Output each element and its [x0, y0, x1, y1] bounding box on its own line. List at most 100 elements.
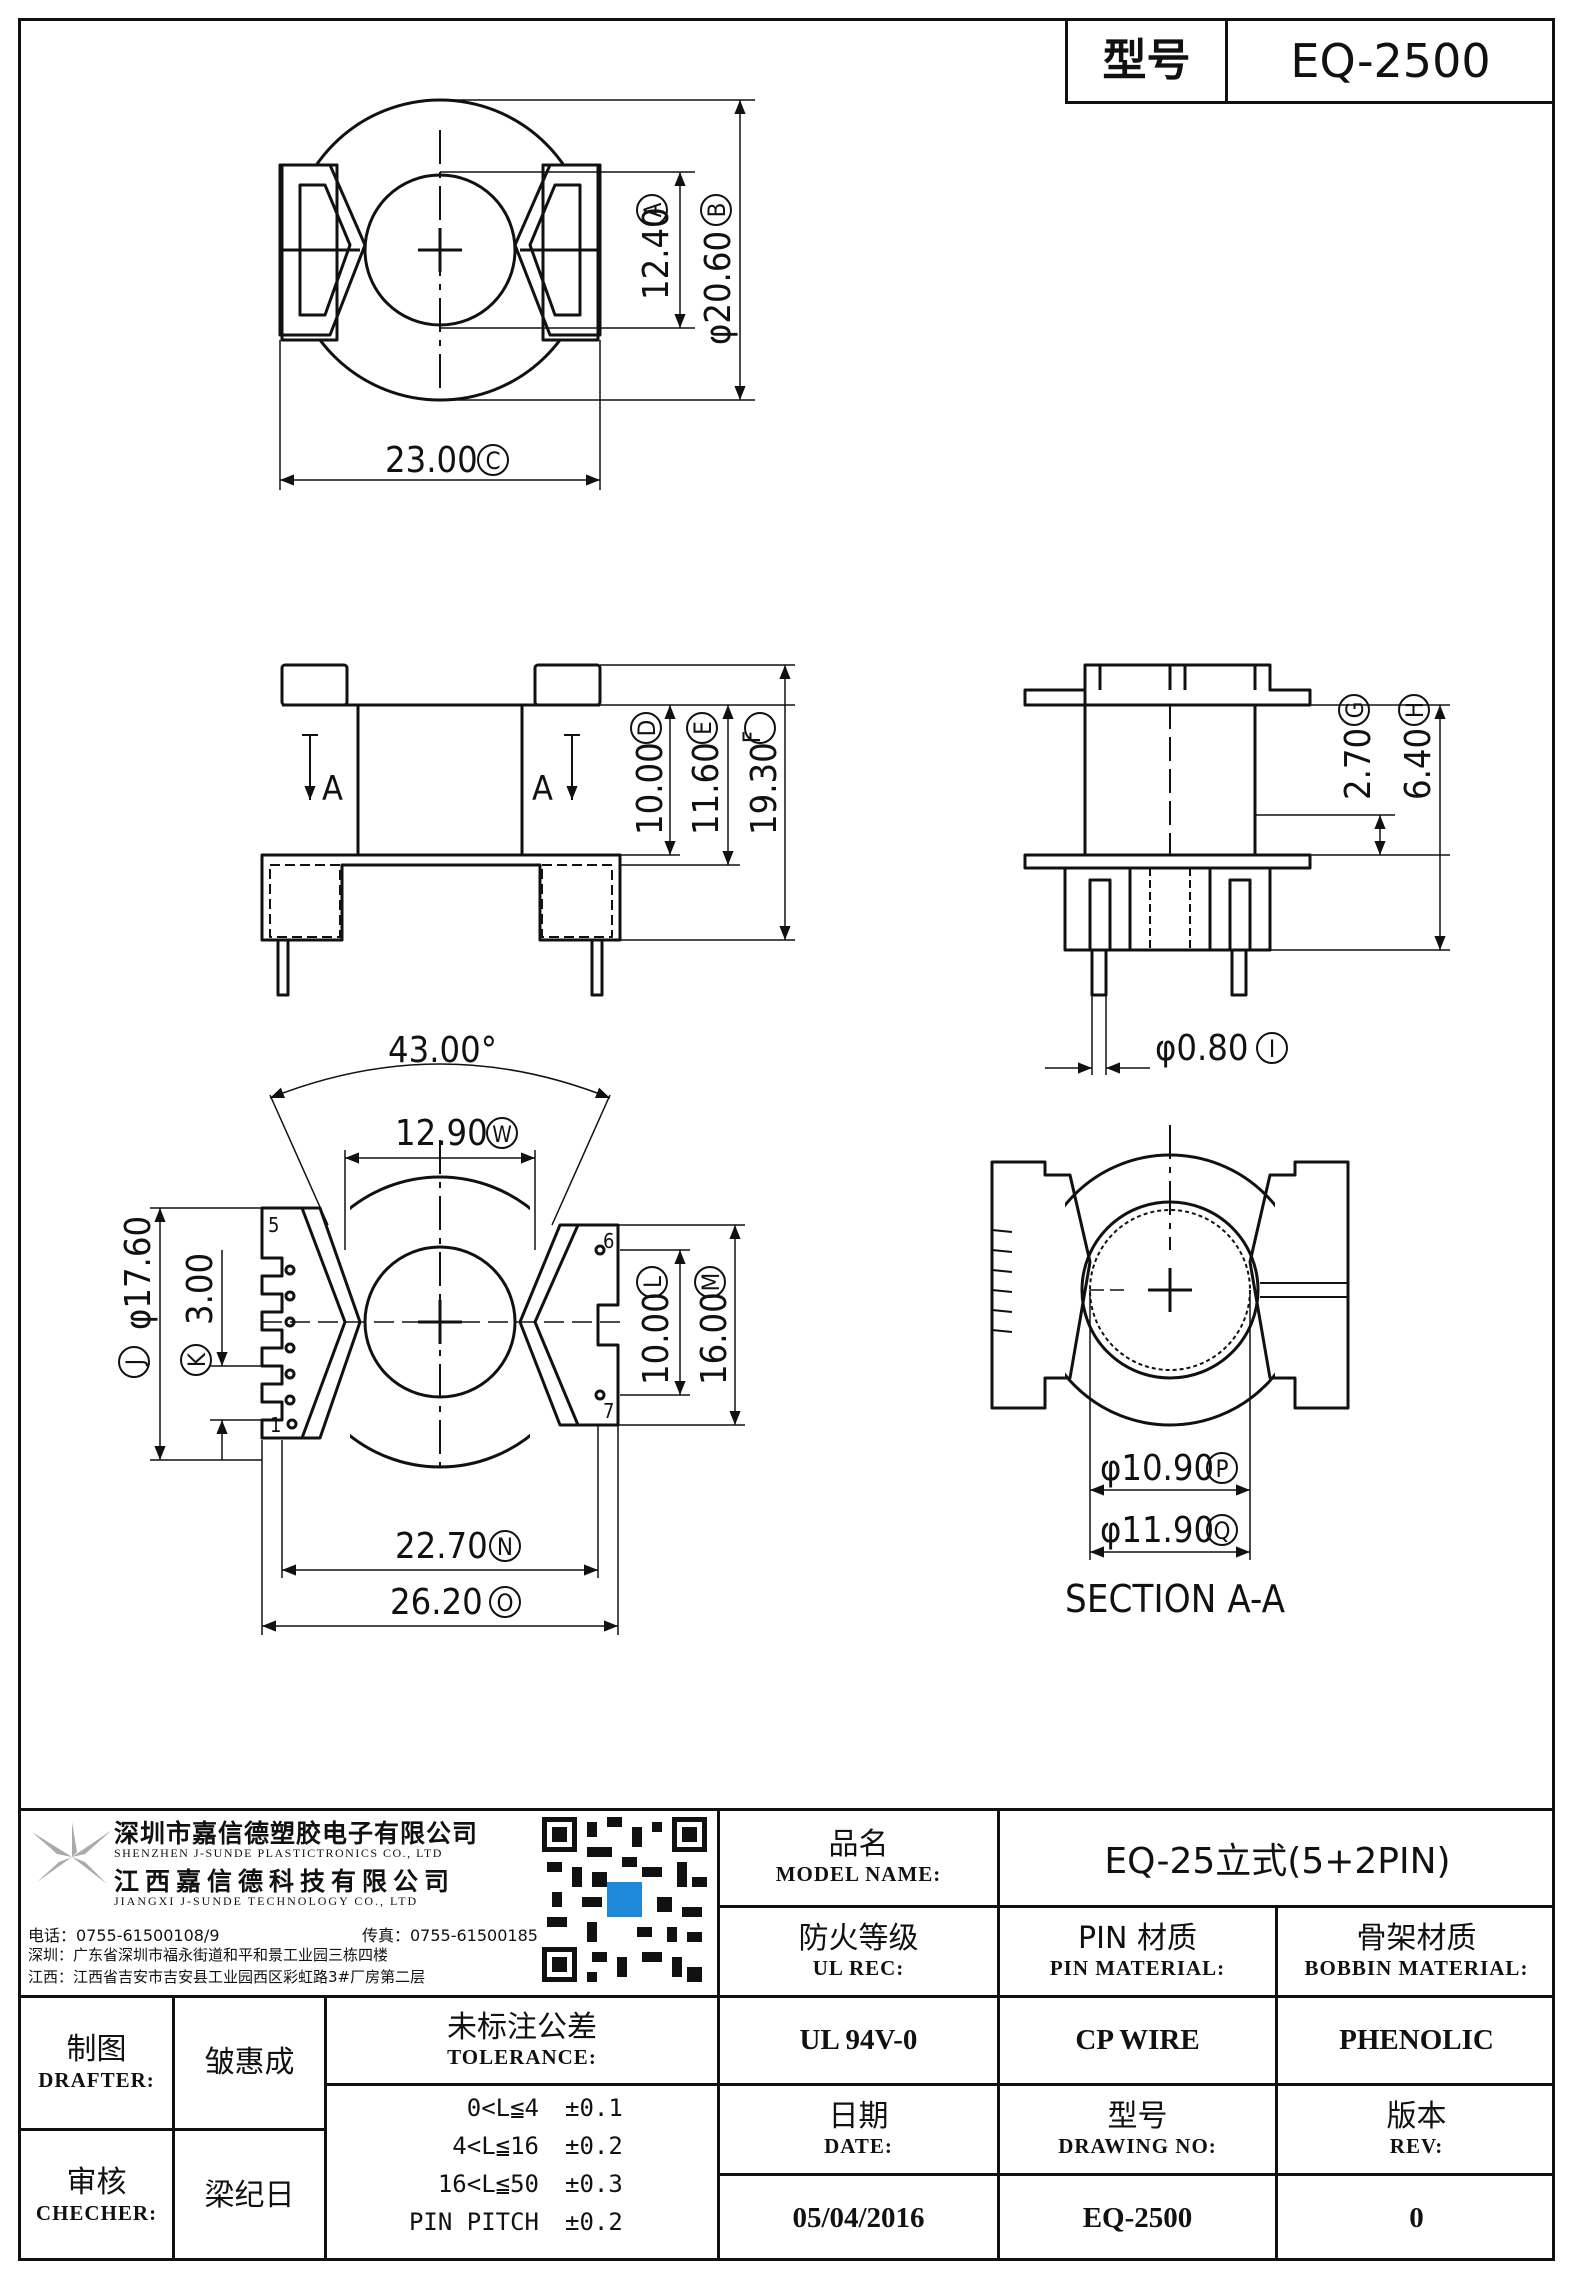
dim-a-marker [636, 194, 668, 226]
rev-cn: 版本 [1386, 2098, 1447, 2134]
bottom-view-right-pinblock [533, 1223, 620, 1427]
bottom-view-left-pinblock [260, 1206, 347, 1440]
qr-code [542, 1817, 707, 1982]
dim-w: 12.90 [395, 1113, 488, 1154]
drawing-no-label-cell: 型号 DRAWING NO: [1000, 2086, 1275, 2173]
model-header-label: 型号 [1102, 34, 1191, 86]
side-view [1023, 663, 1450, 1075]
section-mark-right: A [532, 769, 553, 809]
model-name-value-cell: EQ-25立式(5+2PIN) [1000, 1810, 1555, 1905]
checker-label-cell: 审核 CHECHER: [21, 2131, 172, 2261]
drafter-en: DRAFTER: [38, 2067, 155, 2092]
front-view [260, 663, 795, 997]
tolerance-title-cn: 未标注公差 [447, 2009, 597, 2045]
company-name-cn-1: 深圳市嘉信德塑胶电子有限公司 [114, 1819, 479, 1848]
drafter-name-cell: 皱惠成 [175, 1998, 324, 2128]
tolerance-value: ±0.2 [565, 2132, 623, 2160]
bobbin-material-value: PHENOLIC [1339, 2024, 1494, 2056]
company-phone: 电话：0755-61500108/9 [28, 1926, 220, 1945]
checker-name-cell: 梁纪日 [175, 2131, 324, 2261]
dim-j: φ17.60 [118, 1216, 159, 1330]
dim-i-letter: I [1269, 1035, 1275, 1063]
company-logo [32, 1822, 112, 1884]
drafter-label-cell: 制图 DRAFTER: [21, 1998, 172, 2128]
drawing-no-cn: 型号 [1107, 2098, 1168, 2134]
dim-f-letter: F [738, 731, 766, 743]
ul-value: UL 94V-0 [799, 2024, 918, 2056]
tolerance-table: 0<L≦4 ±0.1 4<L≦16 ±0.2 16<L≦50 ±0.3 PIN … [327, 2088, 717, 2258]
ul-label-cell: 防火等级 UL REC: [720, 1908, 997, 1995]
model-header-box [1065, 18, 1555, 104]
dim-h-marker [1398, 694, 1430, 726]
dim-b: φ20.60 [698, 231, 739, 345]
grid-h-3 [717, 2083, 1555, 2086]
ul-en: UL REC: [812, 1956, 905, 1981]
section-view [985, 1125, 1355, 1560]
dim-i-marker [1256, 1032, 1288, 1064]
grid-h-5 [18, 2128, 324, 2131]
grid-v-info-left [717, 1808, 720, 2261]
pin-material-en: PIN MATERIAL: [1049, 1956, 1226, 1981]
sheet-border [18, 18, 1555, 2261]
dim-o-letter: O [497, 1589, 514, 1617]
dim-d-marker [630, 712, 662, 744]
dim-c-letter: C [485, 447, 500, 475]
dim-l-marker [636, 1266, 668, 1298]
tolerance-title-en: TOLERANCE: [447, 2045, 597, 2070]
dim-m-letter: M [697, 1273, 725, 1292]
pin-5: 5 [268, 1213, 279, 1237]
dim-c-marker [477, 444, 509, 476]
company-name-cn-2: 江西嘉信德科技有限公司 [114, 1867, 456, 1896]
tolerance-range: 0<L≦4 [466, 2094, 539, 2122]
dim-d-letter: D [633, 720, 661, 737]
model-name-value: EQ-25立式(5+2PIN) [1104, 1840, 1451, 1882]
model-header-value-cell: EQ-2500 [1228, 20, 1553, 102]
model-name-cn: 品名 [828, 1826, 889, 1862]
dim-q-letter: Q [1214, 1517, 1231, 1545]
dim-g-letter: G [1341, 702, 1369, 719]
grid-v-col2 [997, 1808, 1000, 2261]
company-address-jx: 江西：江西省吉安市吉安县工业园西区彩虹路3#厂房第二层 [28, 1968, 426, 1986]
checker-name: 梁纪日 [204, 2177, 295, 2213]
dim-f: 19.30 [744, 742, 785, 835]
pin-1: 1 [270, 1413, 281, 1437]
model-name-en: MODEL NAME: [775, 1862, 942, 1887]
model-header-divider [1225, 18, 1228, 104]
date-label-cell: 日期 DATE: [720, 2086, 997, 2173]
dim-g-marker [1338, 694, 1370, 726]
checker-cn: 审核 [66, 2165, 127, 2201]
pin-7: 7 [603, 1399, 614, 1423]
dim-k-letter: K [183, 1352, 211, 1367]
tolerance-row: PIN PITCH ±0.2 [327, 2208, 717, 2244]
grid-h-1 [717, 1905, 1555, 1908]
dim-i: φ0.80 [1155, 1028, 1248, 1069]
drawing-no-en: DRAWING NO: [1058, 2134, 1217, 2159]
section-label: SECTION A-A [1065, 1577, 1286, 1621]
model-header-value: EQ-2500 [1290, 34, 1491, 88]
drafter-cn: 制图 [66, 2032, 127, 2068]
dim-o-marker [489, 1586, 521, 1618]
grid-h-4 [324, 2083, 717, 2086]
dim-w-letter: W [492, 1123, 512, 1148]
model-name-label-cell: 品名 MODEL NAME: [720, 1810, 997, 1905]
dim-m-marker [694, 1266, 726, 1298]
tolerance-range: PIN PITCH [408, 2208, 539, 2236]
dim-n: 22.70 [395, 1526, 488, 1567]
bobbin-material-cn: 骨架材质 [1356, 1920, 1477, 1956]
bobbin-material-value-cell: PHENOLIC [1278, 1998, 1555, 2083]
dim-j-marker [118, 1346, 150, 1378]
tolerance-row: 16<L≦50 ±0.3 [327, 2170, 717, 2206]
drafter-name: 皱惠成 [204, 2044, 295, 2080]
date-value-cell: 05/04/2016 [720, 2176, 997, 2261]
dim-p-letter: P [1215, 1455, 1228, 1483]
pin-material-value: CP WIRE [1075, 2024, 1200, 2056]
dim-m: 16.00 [694, 1292, 735, 1385]
dim-e: 11.60 [686, 742, 727, 835]
rev-label-cell: 版本 REV: [1278, 2086, 1555, 2173]
pin-6: 6 [603, 1229, 614, 1253]
bobbin-material-en: BOBBIN MATERIAL: [1304, 1956, 1529, 1981]
rev-value: 0 [1409, 2202, 1424, 2234]
dim-w-marker [486, 1117, 518, 1149]
tolerance-range: 4<L≦16 [452, 2132, 539, 2160]
